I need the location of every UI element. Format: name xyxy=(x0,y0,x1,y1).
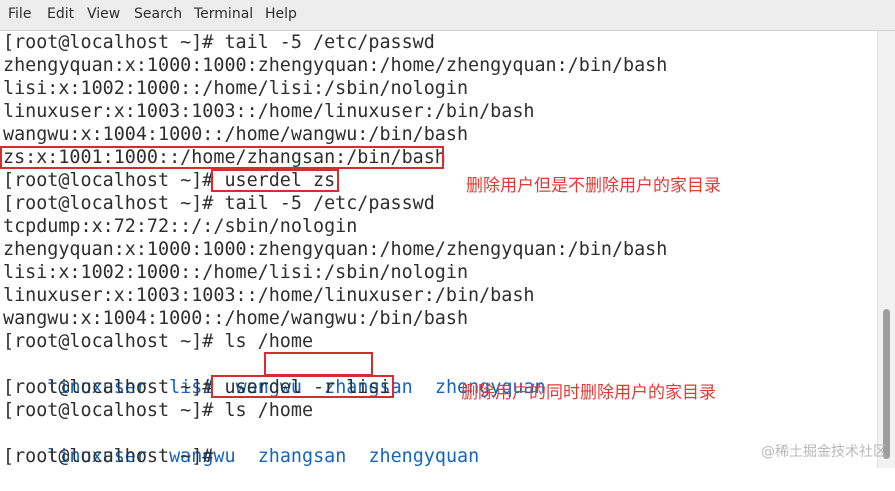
dir-entry: linuxuser xyxy=(47,377,147,398)
dir-entry: wangwu xyxy=(235,377,302,398)
terminal-line: linuxuser:x:1003:1003::/home/linuxuser:/… xyxy=(3,285,535,306)
terminal-line: lisi:x:1002:1000::/home/lisi:/sbin/nolog… xyxy=(3,78,469,99)
dir-entry: zhangsan xyxy=(257,446,347,467)
menu-edit[interactable]: Edit xyxy=(47,6,75,22)
terminal-prompt: [root@localhost ~]# xyxy=(3,446,214,467)
menu-view[interactable]: View xyxy=(87,6,121,22)
dir-entry: zhengyquan xyxy=(368,446,480,467)
menu-search[interactable]: Search xyxy=(134,6,183,22)
dir-entry: zhangsan xyxy=(324,377,413,398)
terminal-line: wangwu:x:1004:1000::/home/wangwu:/bin/ba… xyxy=(3,308,469,329)
menu-file[interactable]: File xyxy=(8,6,32,22)
vertical-scrollbar[interactable] xyxy=(877,31,895,468)
highlight-box-userdel-zs xyxy=(211,169,339,192)
terminal-line: wangwu:x:1004:1000::/home/wangwu:/bin/ba… xyxy=(3,124,469,145)
dir-entry: zhengyquan xyxy=(434,377,546,398)
terminal-line: [root@localhost ~]# tail -5 /etc/passwd xyxy=(3,193,435,214)
terminal-line: [root@localhost ~]# userdel -r lisi xyxy=(3,377,391,398)
highlight-box-zhangsan xyxy=(264,352,373,376)
scrollbar-thumb[interactable] xyxy=(883,309,890,459)
dir-entry: lisi xyxy=(169,377,214,398)
terminal-line: zhengyquan:x:1000:1000:zhengyquan:/home/… xyxy=(3,239,668,260)
ls-output-line: linuxuser lisi wangwu zhangsan zhengyqua… xyxy=(3,353,545,398)
watermark: @稀土掘金技术社区 xyxy=(761,444,887,460)
menu-bar: File Edit View Search Terminal Help xyxy=(0,0,895,31)
highlight-box-userdel-r-lisi xyxy=(211,375,394,398)
terminal-line: [root@localhost ~]# ls /home xyxy=(3,400,314,421)
terminal-line: zhengyquan:x:1000:1000:zhengyquan:/home/… xyxy=(3,55,668,76)
terminal-line: zs:x:1001:1000::/home/zhangsan:/bin/bash xyxy=(3,147,446,168)
terminal-line: [root@localhost ~]# tail -5 /etc/passwd xyxy=(3,32,435,53)
terminal-line: linuxuser:x:1003:1003::/home/linuxuser:/… xyxy=(3,101,535,122)
terminal-line: [root@localhost ~]# ls /home xyxy=(3,331,314,352)
menu-terminal[interactable]: Terminal xyxy=(194,6,254,22)
terminal-line: lisi:x:1002:1000::/home/lisi:/sbin/nolog… xyxy=(3,262,469,283)
annotation-keep-home: 删除用户但是不删除用户的家目录 xyxy=(466,176,721,196)
terminal-line: [root@localhost ~]# userdel zs xyxy=(3,170,336,191)
dir-entry: linuxuser xyxy=(47,446,147,467)
ls-output-line: linuxuser wangwu zhangsan zhengyquan xyxy=(3,422,479,467)
terminal-line: tcpdump:x:72:72::/:/sbin/nologin xyxy=(3,216,358,237)
highlight-box-zs-entry xyxy=(0,146,444,169)
terminal-output[interactable]: [root@localhost ~]# tail -5 /etc/passwd … xyxy=(0,31,878,468)
annotation-remove-home: 删除用户的同时删除用户的家目录 xyxy=(461,383,716,403)
menu-help[interactable]: Help xyxy=(265,6,297,22)
dir-entry: wangwu xyxy=(169,446,236,467)
